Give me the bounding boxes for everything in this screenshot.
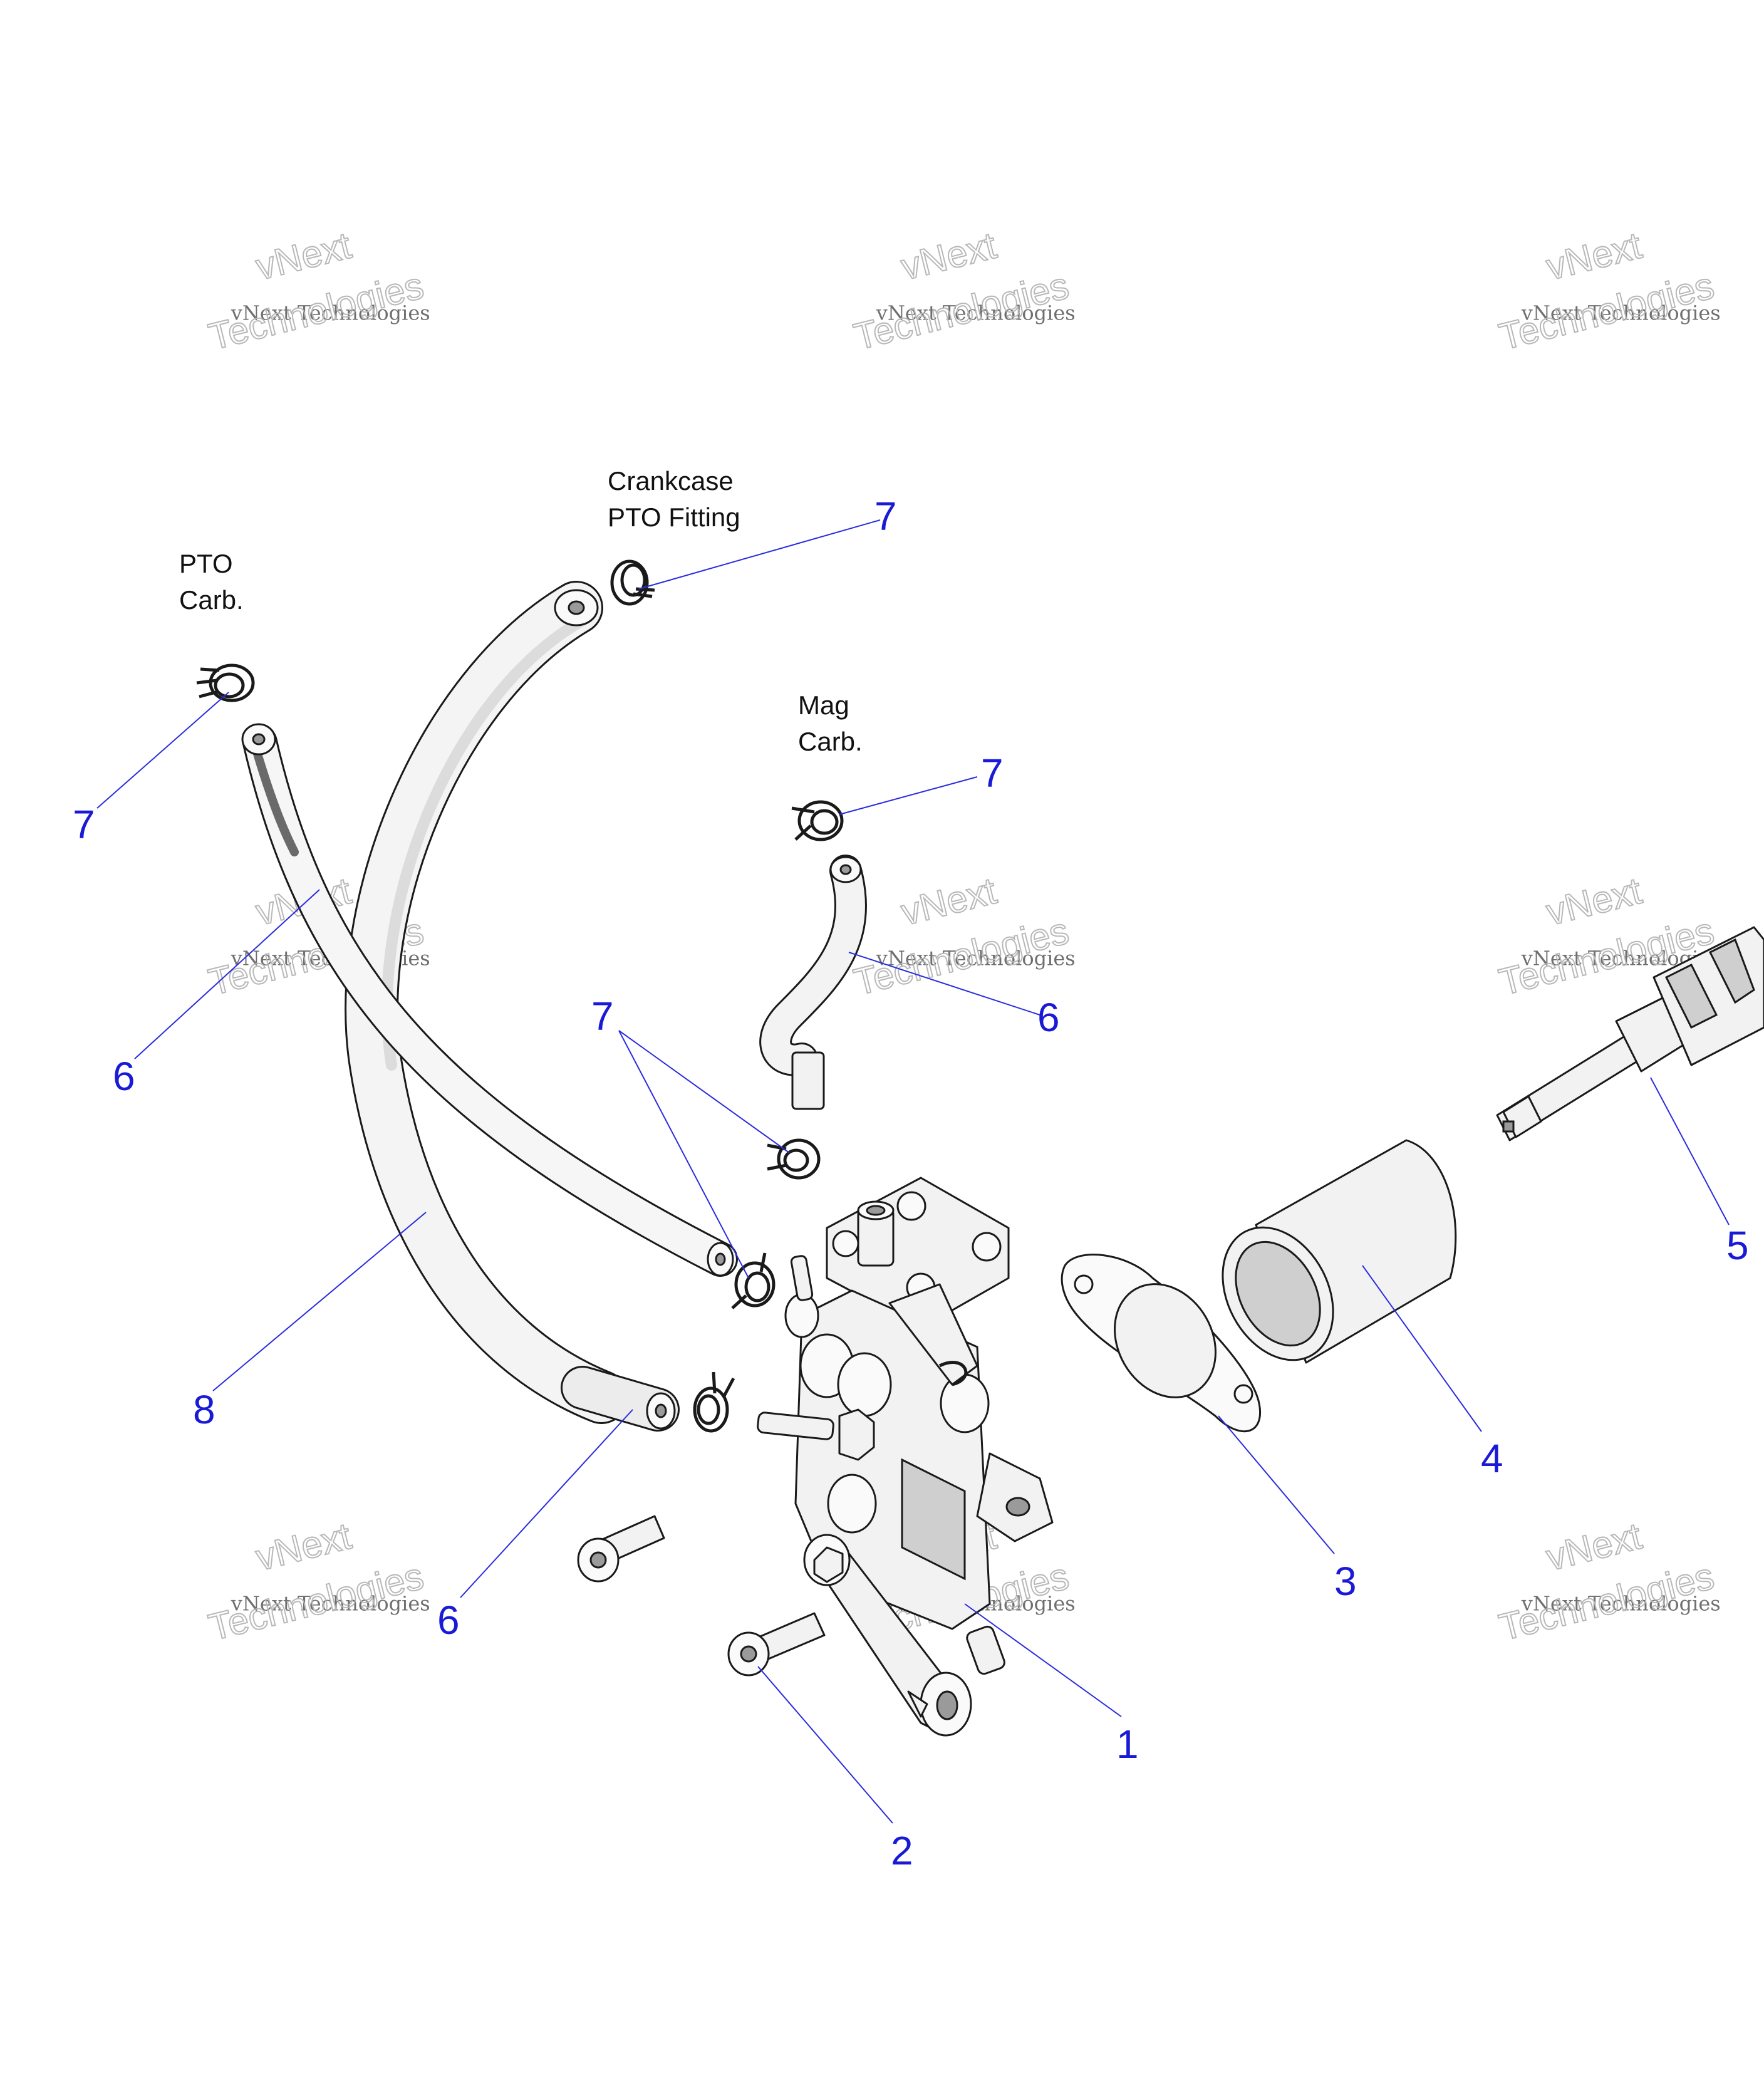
svg-text:vNext: vNext [1542,224,1646,288]
svg-text:vNext Technologies: vNext Technologies [876,301,1076,325]
hose-6-mag-carb [759,855,867,1110]
hose-8-crankcase [345,581,628,1424]
leader-8 [212,1212,427,1391]
note-mag-carb-line2: Carb. [798,727,863,756]
hose-clamp-mag-carb [791,800,844,841]
svg-text:vNext: vNext [252,1515,355,1579]
watermark-bottom-left: vNext vNext Technologies Technologies [204,1514,430,1650]
leader-6-mag [848,952,1040,1016]
oil-pump-assembly [757,1177,1054,1737]
drive-shaft-gear [1496,926,1764,1141]
leader-2 [757,1666,893,1824]
note-pto-carb-line2: Carb. [179,585,244,615]
leader-6-lower [460,1409,633,1598]
callout-6-mag: 6 [1037,995,1060,1040]
note-mag-carb-line1: Mag [798,690,849,720]
leader-7-lower-b [618,1030,749,1279]
svg-text:Technologies: Technologies [1495,264,1718,358]
leader-7-lower-a [618,1030,790,1153]
gasket [1061,1254,1261,1433]
note-crankcase-line2: PTO Fitting [608,502,740,532]
svg-text:vNext: vNext [1542,870,1646,933]
svg-text:vNext Technologies: vNext Technologies [231,301,430,325]
svg-text:vNext: vNext [1542,1515,1646,1579]
callout-6-lower: 6 [437,1598,460,1643]
svg-text:vNext: vNext [897,224,1000,288]
leader-1 [964,1603,1122,1717]
leader-7-crankcase [638,519,881,590]
hose-6-lower [561,1366,680,1432]
leader-4 [1362,1265,1482,1432]
watermark-top-center: vNext vNext Technologies Technologies [849,224,1076,359]
hose-6-pto-carb [241,723,738,1277]
callout-8: 8 [193,1387,215,1432]
callout-5: 5 [1726,1223,1749,1268]
hose-clamp-pump-upper [731,1252,776,1309]
svg-text:vNext Technologies: vNext Technologies [231,1591,430,1615]
svg-text:vNext Technologies: vNext Technologies [876,946,1076,970]
svg-text:vNext: vNext [897,870,1000,933]
callout-7-pto: 7 [73,802,95,847]
socket-screw-upper [577,1515,665,1583]
note-pto-carb-line1: PTO [179,549,233,578]
svg-text:Technologies: Technologies [205,264,428,358]
svg-text:Technologies: Technologies [850,264,1073,358]
watermark-top-left: vNext vNext Technologies Technologies [204,224,430,359]
watermark-top-right: vNext vNext Technologies Technologies [1495,224,1721,359]
watermark-bottom-right: vNext vNext Technologies Technologies [1495,1514,1721,1650]
hose-clamp-lower-mag [767,1138,821,1180]
svg-text:vNext: vNext [252,224,355,288]
callout-6-pto: 6 [113,1054,135,1099]
callout-3: 3 [1334,1559,1357,1604]
leader-7-mag [839,776,978,815]
leader-5 [1650,1077,1730,1225]
hose-clamp-crankcase [610,559,655,606]
note-crankcase-line1: Crankcase [608,466,734,496]
leader-3 [1218,1415,1335,1554]
callout-7-crankcase: 7 [874,494,897,539]
svg-text:vNext Technologies: vNext Technologies [1521,301,1721,325]
callout-2: 2 [891,1828,913,1873]
svg-text:Technologies: Technologies [1495,1555,1718,1649]
callout-4: 4 [1481,1436,1503,1481]
spacer-sleeve [1222,1139,1457,1364]
callout-7-lower: 7 [591,994,614,1039]
hose-clamp-pump-lower [693,1371,735,1433]
leader-7-pto [96,692,229,809]
hose-clamp-pto-carb [196,663,255,702]
socket-screw-lower [727,1612,826,1677]
leader-lines [96,519,1730,1824]
callout-1: 1 [1116,1722,1139,1767]
svg-text:Technologies: Technologies [205,1555,428,1649]
leader-6-pto [134,889,320,1059]
callout-7-mag: 7 [981,751,1004,796]
svg-text:vNext Technologies: vNext Technologies [1521,1591,1721,1615]
